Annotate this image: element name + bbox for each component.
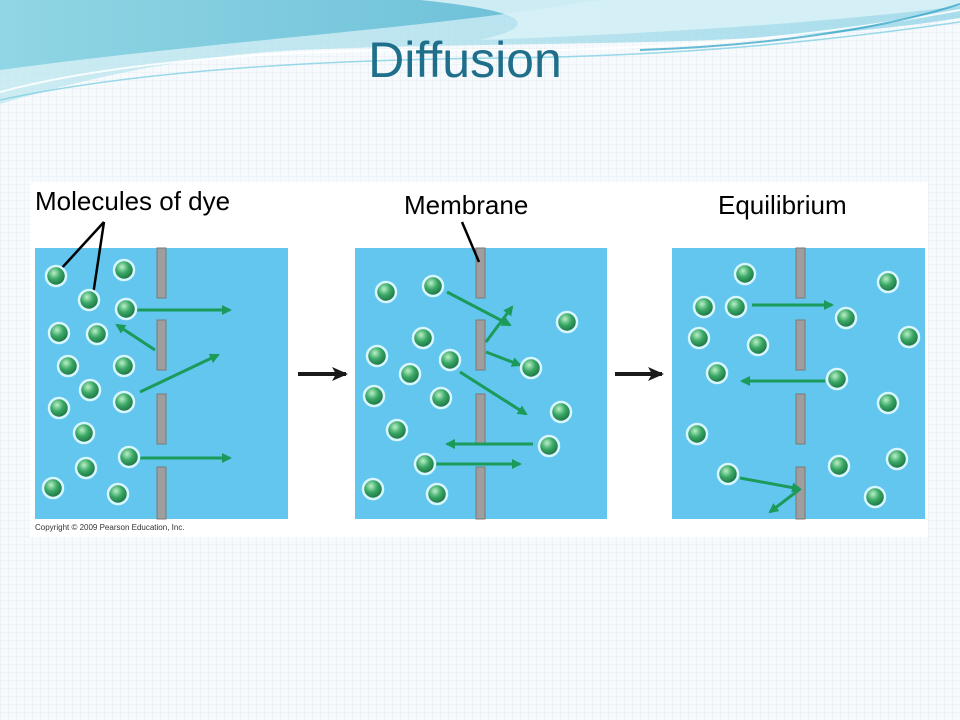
- header-swoosh: [0, 0, 960, 104]
- slide-title: Diffusion: [368, 32, 562, 88]
- membrane-2: [475, 247, 486, 520]
- label-equilibrium: Equilibrium: [718, 190, 847, 220]
- molecules-pointer-2: [91, 221, 106, 296]
- molecules-pointer-1: [59, 221, 105, 271]
- label-molecules-of-dye: Molecules of dye: [35, 186, 231, 216]
- dye-molecules: [41, 258, 921, 509]
- label-membrane: Membrane: [404, 190, 529, 220]
- membrane-3: [795, 247, 806, 520]
- motion-arrows: [115, 290, 834, 514]
- membrane-1: [156, 247, 167, 520]
- membrane-pointer: [460, 221, 481, 263]
- copyright-notice: Copyright © 2009 Pearson Education, Inc.: [35, 523, 185, 532]
